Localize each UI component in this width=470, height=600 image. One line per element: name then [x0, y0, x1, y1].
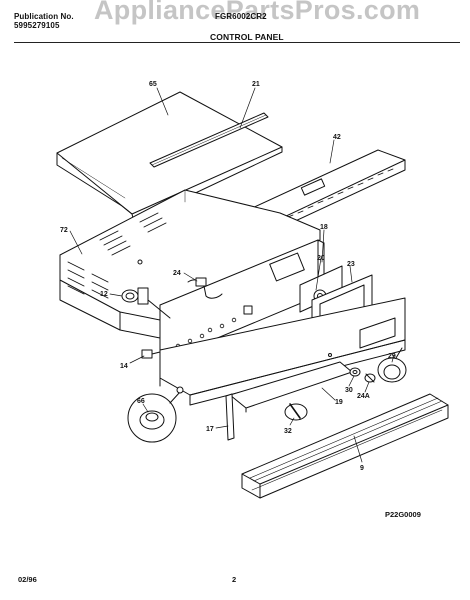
part-12-switch: [122, 288, 170, 318]
leader-lines: [70, 88, 394, 462]
callout-66: 66: [137, 398, 145, 405]
callout-12: 12: [100, 291, 108, 298]
part-72-housing: [60, 190, 320, 338]
publication-label: Publication No.: [14, 12, 74, 21]
callout-24a: 24A: [357, 393, 370, 400]
model-number: FGR6002CR2: [215, 12, 267, 21]
part-24a-spring: [365, 374, 375, 382]
part-65-top-cover: [57, 92, 282, 222]
callout-21: 21: [252, 81, 260, 88]
part-32-knob: [285, 404, 307, 420]
callout-72: 72: [60, 227, 68, 234]
part-14-clip: [142, 350, 160, 358]
part-17-trim-bar: [226, 394, 234, 440]
callout-29: 29: [388, 353, 396, 360]
part-24-harness: [188, 278, 222, 298]
part-30-bushing: [350, 368, 360, 376]
publication-number: 5995279105: [14, 21, 60, 30]
date-code: 02/96: [18, 575, 37, 584]
callout-65: 65: [149, 81, 157, 88]
part-29-knob: [378, 348, 406, 382]
page-number: 2: [232, 575, 237, 584]
callout-labels: 65 21 42 72 18 20 23 24 12 14 66 17 32 1…: [60, 81, 396, 472]
callout-17: 17: [206, 426, 214, 433]
callout-18: 18: [320, 224, 328, 231]
figure-code: P22G0009: [385, 510, 421, 519]
callout-23: 23: [347, 261, 355, 268]
section-title: CONTROL PANEL: [210, 32, 284, 42]
callout-19: 19: [335, 399, 343, 406]
callout-9: 9: [360, 465, 364, 472]
callout-20: 20: [317, 255, 325, 262]
part-21-trim-strip: [150, 113, 268, 167]
callout-42: 42: [333, 134, 341, 141]
part-18-bracket: [160, 240, 324, 362]
callout-14: 14: [120, 363, 128, 370]
part-9-lower-vent: [242, 394, 448, 498]
callout-24: 24: [173, 270, 181, 277]
header-rule: [14, 42, 460, 43]
front-control-panel: [160, 298, 405, 405]
callout-30: 30: [345, 387, 353, 394]
part-66-knob: [128, 387, 183, 442]
callout-32: 32: [284, 428, 292, 435]
